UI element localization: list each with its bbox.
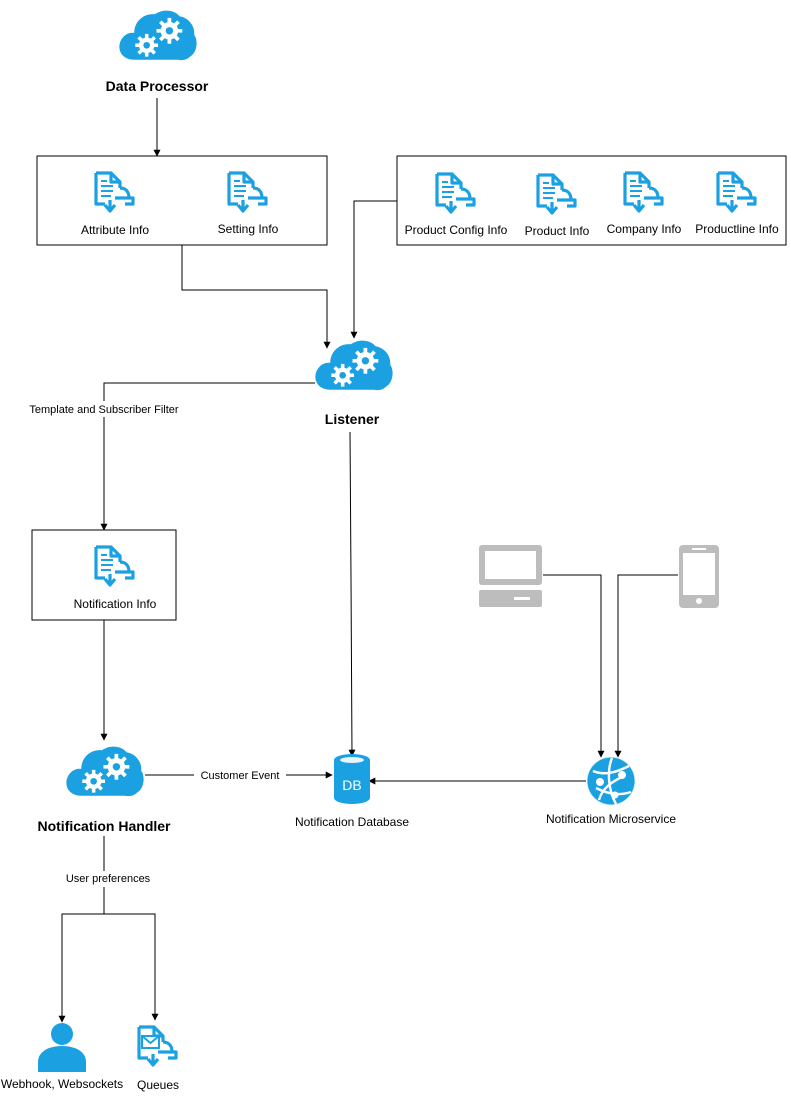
desktop-node (479, 545, 542, 607)
desktop-icon (479, 545, 542, 607)
cloud-gears-icon (64, 744, 146, 799)
cloud-gears-icon (313, 338, 395, 393)
edge-label-customer-event: Customer Event (201, 770, 280, 782)
edge-label-template-filter: Template and Subscriber Filter (29, 404, 179, 416)
mobile-phone-icon (679, 545, 719, 608)
productline-info-node: Productline Info (695, 171, 779, 236)
notification-info-label: Notification Info (74, 597, 157, 611)
edge-desktop-to-microservice (543, 574, 605, 758)
edge-product-to-listener (350, 200, 397, 339)
notification-database-label: Notification Database (295, 815, 409, 829)
user-icon (38, 1023, 86, 1072)
notification-handler-label: Notification Handler (37, 818, 171, 834)
data-processor-output-box (36, 155, 328, 246)
data-processor-label: Data Processor (106, 78, 209, 94)
attribute-info-node: Attribute Info (81, 171, 149, 237)
listener-node: Listener (313, 338, 395, 427)
product-info-label: Product Info (525, 224, 590, 238)
company-info-node: Company Info (607, 171, 682, 236)
edge-box-to-listener (181, 245, 331, 349)
edge-label-user-preferences: User preferences (66, 873, 151, 885)
mail-document-icon (137, 1025, 178, 1067)
attribute-info-label: Attribute Info (81, 223, 149, 237)
notification-microservice-label: Notification Microservice (546, 812, 676, 826)
notification-database-node: DB Notification Database (295, 754, 409, 829)
edge-handler-to-queues (104, 913, 159, 1021)
edge-handler-to-webhook (58, 836, 105, 1023)
notification-info-node: Notification Info (74, 545, 157, 611)
setting-info-node: Setting Info (218, 171, 279, 236)
database-icon: DB (334, 754, 370, 804)
company-info-label: Company Info (607, 222, 682, 236)
productline-info-label: Productline Info (695, 222, 779, 236)
edge-listener-to-notification-info (100, 382, 315, 531)
product-config-info-label: Product Config Info (405, 223, 508, 237)
cloud-gears-icon (117, 8, 199, 63)
notification-microservice-node: Notification Microservice (546, 756, 676, 826)
listener-label: Listener (325, 411, 380, 427)
edge-mobile-to-microservice (614, 574, 678, 758)
mobile-node (679, 545, 719, 608)
webhook-label: Webhook, Websockets (1, 1077, 123, 1091)
product-config-info-node: Product Config Info (405, 172, 508, 237)
queues-label: Queues (137, 1078, 179, 1092)
notification-handler-node: Notification Handler (37, 744, 171, 834)
edge-listener-to-database (348, 431, 356, 757)
webhook-node: Webhook, Websockets (1, 1023, 123, 1091)
globe-network-icon (586, 756, 636, 806)
queues-node: Queues (137, 1025, 179, 1092)
setting-info-label: Setting Info (218, 222, 279, 236)
database-badge: DB (342, 777, 361, 793)
product-info-node: Product Info (525, 173, 590, 238)
data-processor-node: Data Processor (106, 8, 209, 94)
